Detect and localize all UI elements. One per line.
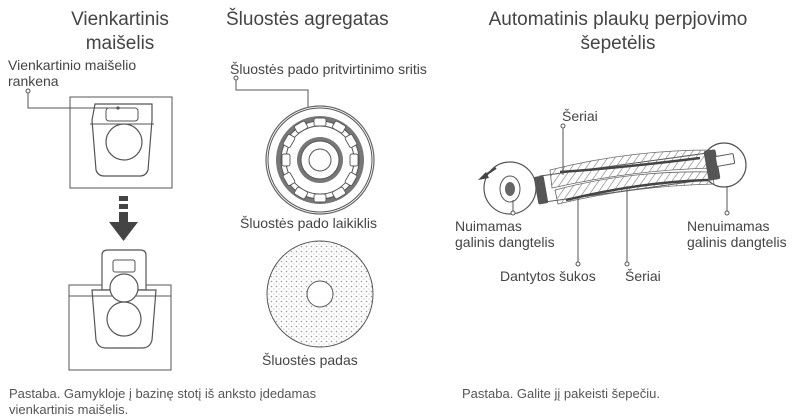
- bag-handle-label-line2: rankena: [8, 73, 59, 89]
- bag-title-line2: maišelis: [85, 33, 155, 54]
- brush-nonremovable-cap-line1: Nenuimamas: [687, 218, 770, 234]
- mop-pad-diagram: [266, 240, 374, 348]
- brush-nonremovable-cap-line2: galinis dangtelis: [687, 234, 787, 250]
- brush-diagram: [478, 123, 747, 267]
- brush-bristles-bottom-label: Šeriai: [625, 268, 661, 284]
- mop-title: Šluostės agregatas: [226, 9, 389, 30]
- bag-before-diagram: [69, 96, 173, 189]
- brush-removable-cap-line1: Nuimamas: [455, 218, 522, 234]
- bag-note-line2: vienkartinis maišelis.: [9, 402, 129, 417]
- brush-toothed-label: Dantytos šukos: [500, 268, 596, 284]
- mop-attach-area-label: Šluostės pado pritvirtinimo sritis: [230, 61, 427, 77]
- bag-handle-label-line1: Vienkartinio maišelio: [8, 57, 137, 73]
- bag-after-diagram: [68, 249, 172, 371]
- bag-handle-leader: [27, 91, 118, 109]
- brush-note: Pastaba. Galite jį pakeisti šepečiu.: [462, 386, 660, 401]
- brush-removable-cap-line2: galinis dangtelis: [455, 234, 555, 250]
- brush-title-line1: Automatinis plaukų perpjovimo: [488, 9, 748, 30]
- bag-note-line1: Pastaba. Gamykloje į bazinę stotį iš ank…: [9, 386, 317, 401]
- brush-bristles-top-label: Šeriai: [562, 108, 598, 124]
- down-arrow-icon: [109, 196, 138, 241]
- mop-pad-label: Šluostės padas: [262, 352, 358, 368]
- bag-title-line1: Vienkartinis: [71, 9, 169, 30]
- mop-holder-diagram: [233, 75, 375, 215]
- mop-holder-label: Šluostės pado laikiklis: [240, 215, 377, 231]
- brush-title-line2: šepetėlis: [580, 33, 656, 54]
- arrow-left-icon: [478, 172, 489, 180]
